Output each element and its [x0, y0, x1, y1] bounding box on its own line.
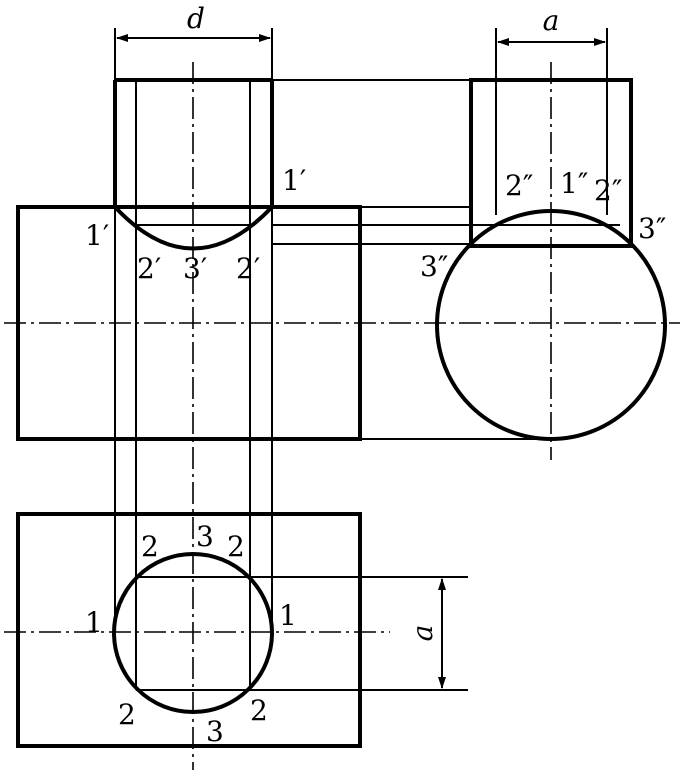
- center-lines: [4, 62, 680, 770]
- label-1-right: 1: [279, 599, 297, 632]
- label-2-bottom-left: 2: [118, 698, 136, 731]
- front-view: 1′ 1′ 2′ 3′ 2′: [16, 78, 362, 441]
- top-view: 2 3 2 1 1 2 2 3: [16, 512, 362, 748]
- side-view: 2″ 1″ 2″ 3″ 3″: [420, 78, 667, 441]
- label-3-bottom: 3: [206, 715, 224, 748]
- label-2dprime-right: 2″: [594, 174, 622, 207]
- label-3dprime-left: 3″: [420, 250, 448, 283]
- dimension-a-side: a: [495, 4, 608, 80]
- projection-lines: [114, 79, 620, 514]
- dimension-d: d: [114, 2, 273, 80]
- dimension-a-plan: a: [250, 576, 468, 691]
- label-1prime-left: 1′: [85, 219, 109, 252]
- dimension-a-plan-label: a: [406, 625, 439, 642]
- label-2-bottom-right: 2: [250, 694, 268, 727]
- label-1dprime: 1″: [560, 167, 588, 200]
- label-3-top: 3: [196, 520, 214, 553]
- label-2prime-left: 2′: [137, 252, 161, 285]
- label-2dprime-left: 2″: [505, 169, 533, 202]
- label-1-left: 1: [85, 606, 103, 639]
- label-3dprime-right: 3″: [638, 212, 666, 245]
- label-2-top-right: 2: [227, 530, 245, 563]
- label-3prime: 3′: [183, 252, 207, 285]
- label-2prime-right: 2′: [236, 252, 260, 285]
- dimension-a-side-label: a: [543, 4, 560, 37]
- label-1prime-right: 1′: [282, 164, 306, 197]
- dimension-d-label: d: [187, 2, 205, 35]
- label-2-top-left: 2: [141, 530, 159, 563]
- top-block-outline: [16, 512, 362, 748]
